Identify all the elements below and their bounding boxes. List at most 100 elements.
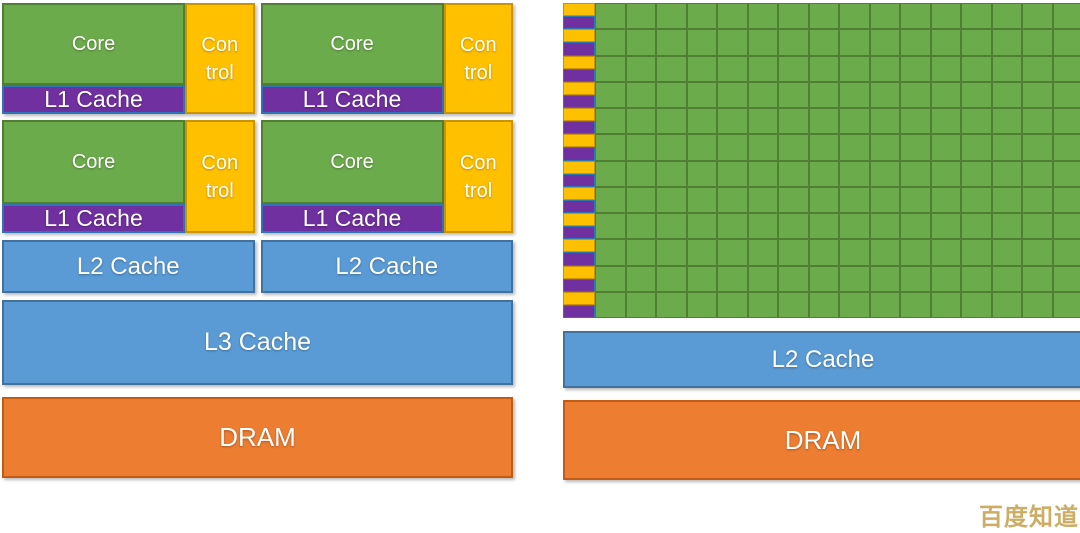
gpu-core-cell <box>717 81 748 108</box>
gpu-control-band <box>563 81 595 95</box>
gpu-core-cell <box>991 186 1022 213</box>
gpu-control-band <box>563 55 595 69</box>
gpu-core-cell <box>778 108 809 135</box>
gpu-core-cell <box>808 55 839 82</box>
gpu-core-cell <box>778 134 809 161</box>
gpu-row <box>563 3 1080 30</box>
gpu-l1-cache-band <box>563 278 595 292</box>
gpu-core-cell <box>747 29 778 56</box>
gpu-core-cell <box>656 239 687 266</box>
l2-cache-label: L2 Cache <box>76 252 180 280</box>
gpu-core-cell <box>869 55 900 82</box>
gpu-core-cell <box>808 291 839 318</box>
gpu-core-cell <box>961 29 992 56</box>
gpu-core-cell <box>991 239 1022 266</box>
gpu-l1-cache-band <box>563 304 595 318</box>
gpu-core-cell <box>839 160 870 187</box>
gpu-row <box>563 81 1080 108</box>
gpu-core-cell <box>991 55 1022 82</box>
gpu-core-cell <box>717 186 748 213</box>
gpu-core-cell <box>991 108 1022 135</box>
gpu-row <box>563 239 1080 266</box>
gpu-core-cell <box>717 160 748 187</box>
gpu-core-cell <box>595 55 626 82</box>
gpu-core-cell <box>900 186 931 213</box>
cpu-dram-block: DRAM <box>2 397 513 478</box>
gpu-core-cell <box>930 186 961 213</box>
gpu-l2-cache-block: L2 Cache <box>563 331 1080 388</box>
gpu-core-cell <box>900 3 931 30</box>
gpu-core-cell <box>747 55 778 82</box>
gpu-core-cell <box>869 186 900 213</box>
gpu-core-cell <box>686 239 717 266</box>
cpu-unit: Core L1 Cache Con trol <box>260 3 513 114</box>
gpu-core-cell <box>869 160 900 187</box>
gpu-core-cell <box>595 239 626 266</box>
gpu-control-band <box>563 29 595 43</box>
gpu-core-cell <box>747 213 778 240</box>
gpu-core-cell <box>595 160 626 187</box>
cpu-unit: Core L1 Cache Con trol <box>2 3 255 114</box>
gpu-core-cell <box>808 81 839 108</box>
l1-cache-label: L1 Cache <box>302 205 402 231</box>
gpu-l1-cache-band <box>563 42 595 56</box>
gpu-row <box>563 108 1080 135</box>
gpu-core-cell <box>1052 186 1080 213</box>
gpu-core-cell <box>595 265 626 292</box>
gpu-core-cell <box>869 265 900 292</box>
gpu-core-cell <box>961 55 992 82</box>
gpu-core-cell <box>747 108 778 135</box>
gpu-core-cell <box>656 81 687 108</box>
gpu-core-cell <box>778 3 809 30</box>
gpu-l1-cache-band <box>563 147 595 161</box>
gpu-core-cell <box>595 29 626 56</box>
gpu-core-cell <box>656 160 687 187</box>
gpu-core-cell <box>778 29 809 56</box>
watermark-text: 百度知道 <box>979 504 1079 531</box>
gpu-core-cell <box>930 160 961 187</box>
cpu-core-block: Core <box>260 3 444 85</box>
gpu-core-cell <box>778 160 809 187</box>
gpu-core-cell <box>656 55 687 82</box>
gpu-control-column <box>563 55 595 82</box>
gpu-core-cell <box>717 3 748 30</box>
gpu-control-column <box>563 134 595 161</box>
gpu-core-cell <box>747 291 778 318</box>
gpu-l1-cache-band <box>563 173 595 187</box>
gpu-core-cell <box>839 29 870 56</box>
gpu-row <box>563 160 1080 187</box>
gpu-core-cell <box>961 239 992 266</box>
l2-cache-label: L2 Cache <box>771 345 875 373</box>
control-label-line1: Con <box>459 151 497 174</box>
control-label-line1: Con <box>201 33 239 56</box>
gpu-control-band <box>563 291 595 305</box>
dram-label: DRAM <box>219 422 296 452</box>
gpu-core-cell <box>625 186 656 213</box>
gpu-core-cell <box>625 81 656 108</box>
gpu-row <box>563 186 1080 213</box>
cpu-core-column: Core L1 Cache <box>260 120 444 233</box>
gpu-l1-cache-band <box>563 16 595 30</box>
gpu-core-cell <box>625 213 656 240</box>
gpu-core-cell <box>930 81 961 108</box>
gpu-core-cell <box>717 134 748 161</box>
gpu-core-cell <box>686 160 717 187</box>
gpu-core-cell <box>839 3 870 30</box>
gpu-l1-cache-band <box>563 121 595 135</box>
gpu-core-cell <box>839 291 870 318</box>
gpu-core-cell <box>930 239 961 266</box>
gpu-core-cell <box>747 81 778 108</box>
gpu-row <box>563 29 1080 56</box>
cpu-core-block: Core <box>2 3 186 85</box>
control-label-line1: Con <box>201 151 239 174</box>
gpu-core-cell <box>1052 265 1080 292</box>
gpu-core-cell <box>1052 291 1080 318</box>
gpu-core-cell <box>900 108 931 135</box>
gpu-core-cell <box>595 213 626 240</box>
cpu-l1-cache-block: L1 Cache <box>260 85 444 114</box>
gpu-core-cell <box>808 29 839 56</box>
gpu-core-cell <box>747 3 778 30</box>
gpu-core-cell <box>839 134 870 161</box>
gpu-core-cell <box>717 265 748 292</box>
gpu-core-cell <box>686 3 717 30</box>
